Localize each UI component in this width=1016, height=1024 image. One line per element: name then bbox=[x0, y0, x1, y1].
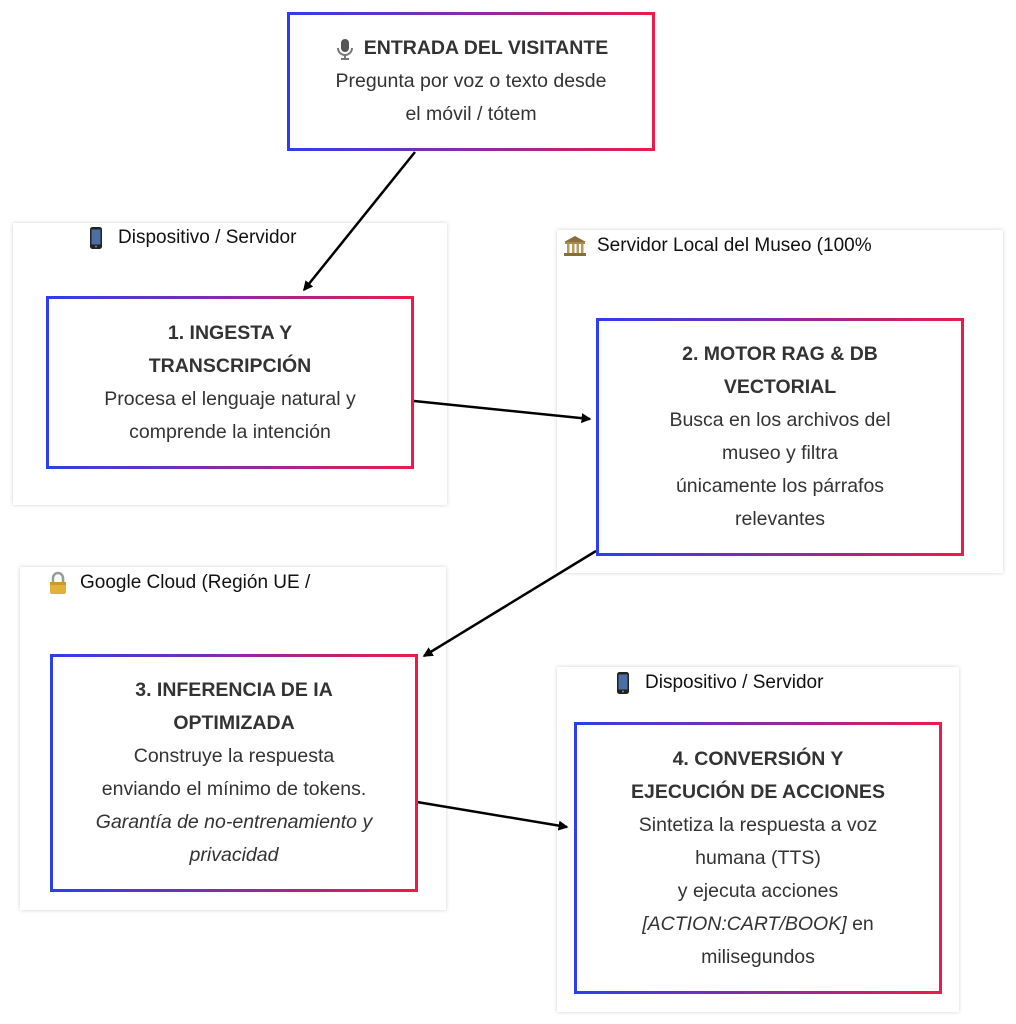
node-ingesta-transcripcion: 1. INGESTA Y TRANSCRIPCIÓN Procesa el le… bbox=[46, 296, 414, 469]
node-title-line: EJECUCIÓN DE ACCIONES bbox=[631, 780, 885, 803]
node-italic-line: privacidad bbox=[189, 844, 279, 866]
node-title-text: ENTRADA DEL VISITANTE bbox=[363, 37, 609, 59]
node-text-line: Procesa el lenguaje natural y bbox=[104, 387, 356, 410]
node-italic-line: Garantía de no-entrenamiento y bbox=[95, 811, 373, 833]
edge-inferencia-to-conversion bbox=[416, 800, 569, 831]
node-action-line: [ACTION:CART/BOOK] en bbox=[642, 908, 874, 941]
group-label-text: Google Cloud (Región UE / bbox=[80, 572, 311, 593]
padlock-icon bbox=[46, 571, 70, 595]
group-label-text: Dispositivo / Servidor bbox=[645, 672, 824, 693]
node-text-line: humana (TTS) bbox=[695, 846, 821, 869]
node-text-line: enviando el mínimo de tokens. bbox=[101, 778, 367, 800]
node-title-line: VECTORIAL bbox=[723, 376, 837, 398]
node-text-line: milisegundos bbox=[701, 945, 815, 968]
group-label-text: Servidor Local del Museo (100% bbox=[597, 235, 872, 256]
action-rest: en bbox=[846, 912, 874, 935]
node-text-line: relevantes bbox=[735, 508, 825, 530]
node-motor-rag: 2. MOTOR RAG & DB VECTORIAL Busca en los… bbox=[596, 318, 964, 556]
node-text-line: museo y filtra bbox=[722, 442, 838, 464]
edge-entrada-to-ingesta bbox=[303, 151, 416, 292]
group-label-1: Dispositivo / Servidor bbox=[84, 226, 296, 250]
group-label-2: Servidor Local del Museo (100% bbox=[563, 234, 872, 258]
node-text-line: Pregunta por voz o texto desde bbox=[335, 70, 607, 92]
edge-ingesta-to-motor bbox=[413, 399, 592, 424]
mobile-phone-icon bbox=[611, 671, 635, 695]
node-entrada-visitante: ENTRADA DEL VISITANTE Pregunta por voz o… bbox=[287, 12, 655, 151]
node-inferencia-ia: 3. INFERENCIA DE IA OPTIMIZADA Construye… bbox=[50, 654, 418, 892]
node-title-line: TRANSCRIPCIÓN bbox=[148, 354, 312, 377]
node-title-line: 1. INGESTA Y bbox=[167, 321, 293, 344]
node-text-line: Sintetiza la respuesta a voz bbox=[638, 813, 878, 836]
node-title-line: 3. INFERENCIA DE IA bbox=[135, 679, 333, 701]
mobile-phone-icon bbox=[84, 226, 108, 250]
node-text-line: el móvil / tótem bbox=[405, 103, 537, 125]
group-label-3: Google Cloud (Región UE / bbox=[46, 571, 310, 595]
node-title: ENTRADA DEL VISITANTE bbox=[334, 32, 608, 65]
museum-building-icon bbox=[563, 234, 587, 258]
node-text-line: Construye la respuesta bbox=[133, 745, 335, 767]
node-text-line: comprende la intención bbox=[129, 420, 331, 443]
microphone-icon bbox=[334, 37, 356, 61]
action-tag: [ACTION:CART/BOOK] bbox=[642, 912, 847, 935]
edge-motor-to-inferencia bbox=[422, 549, 597, 658]
node-text-line: y ejecuta acciones bbox=[677, 879, 839, 902]
node-title-line: 4. CONVERSIÓN Y bbox=[672, 747, 844, 770]
group-label-4: Dispositivo / Servidor bbox=[611, 671, 823, 695]
node-conversion-acciones: 4. CONVERSIÓN Y EJECUCIÓN DE ACCIONES Si… bbox=[574, 722, 942, 994]
node-text-line: únicamente los párrafos bbox=[675, 475, 885, 497]
node-text-line: Busca en los archivos del bbox=[669, 409, 891, 431]
group-label-text: Dispositivo / Servidor bbox=[118, 227, 297, 248]
node-title-line: 2. MOTOR RAG & DB bbox=[682, 343, 878, 365]
node-title-line: OPTIMIZADA bbox=[173, 712, 295, 734]
